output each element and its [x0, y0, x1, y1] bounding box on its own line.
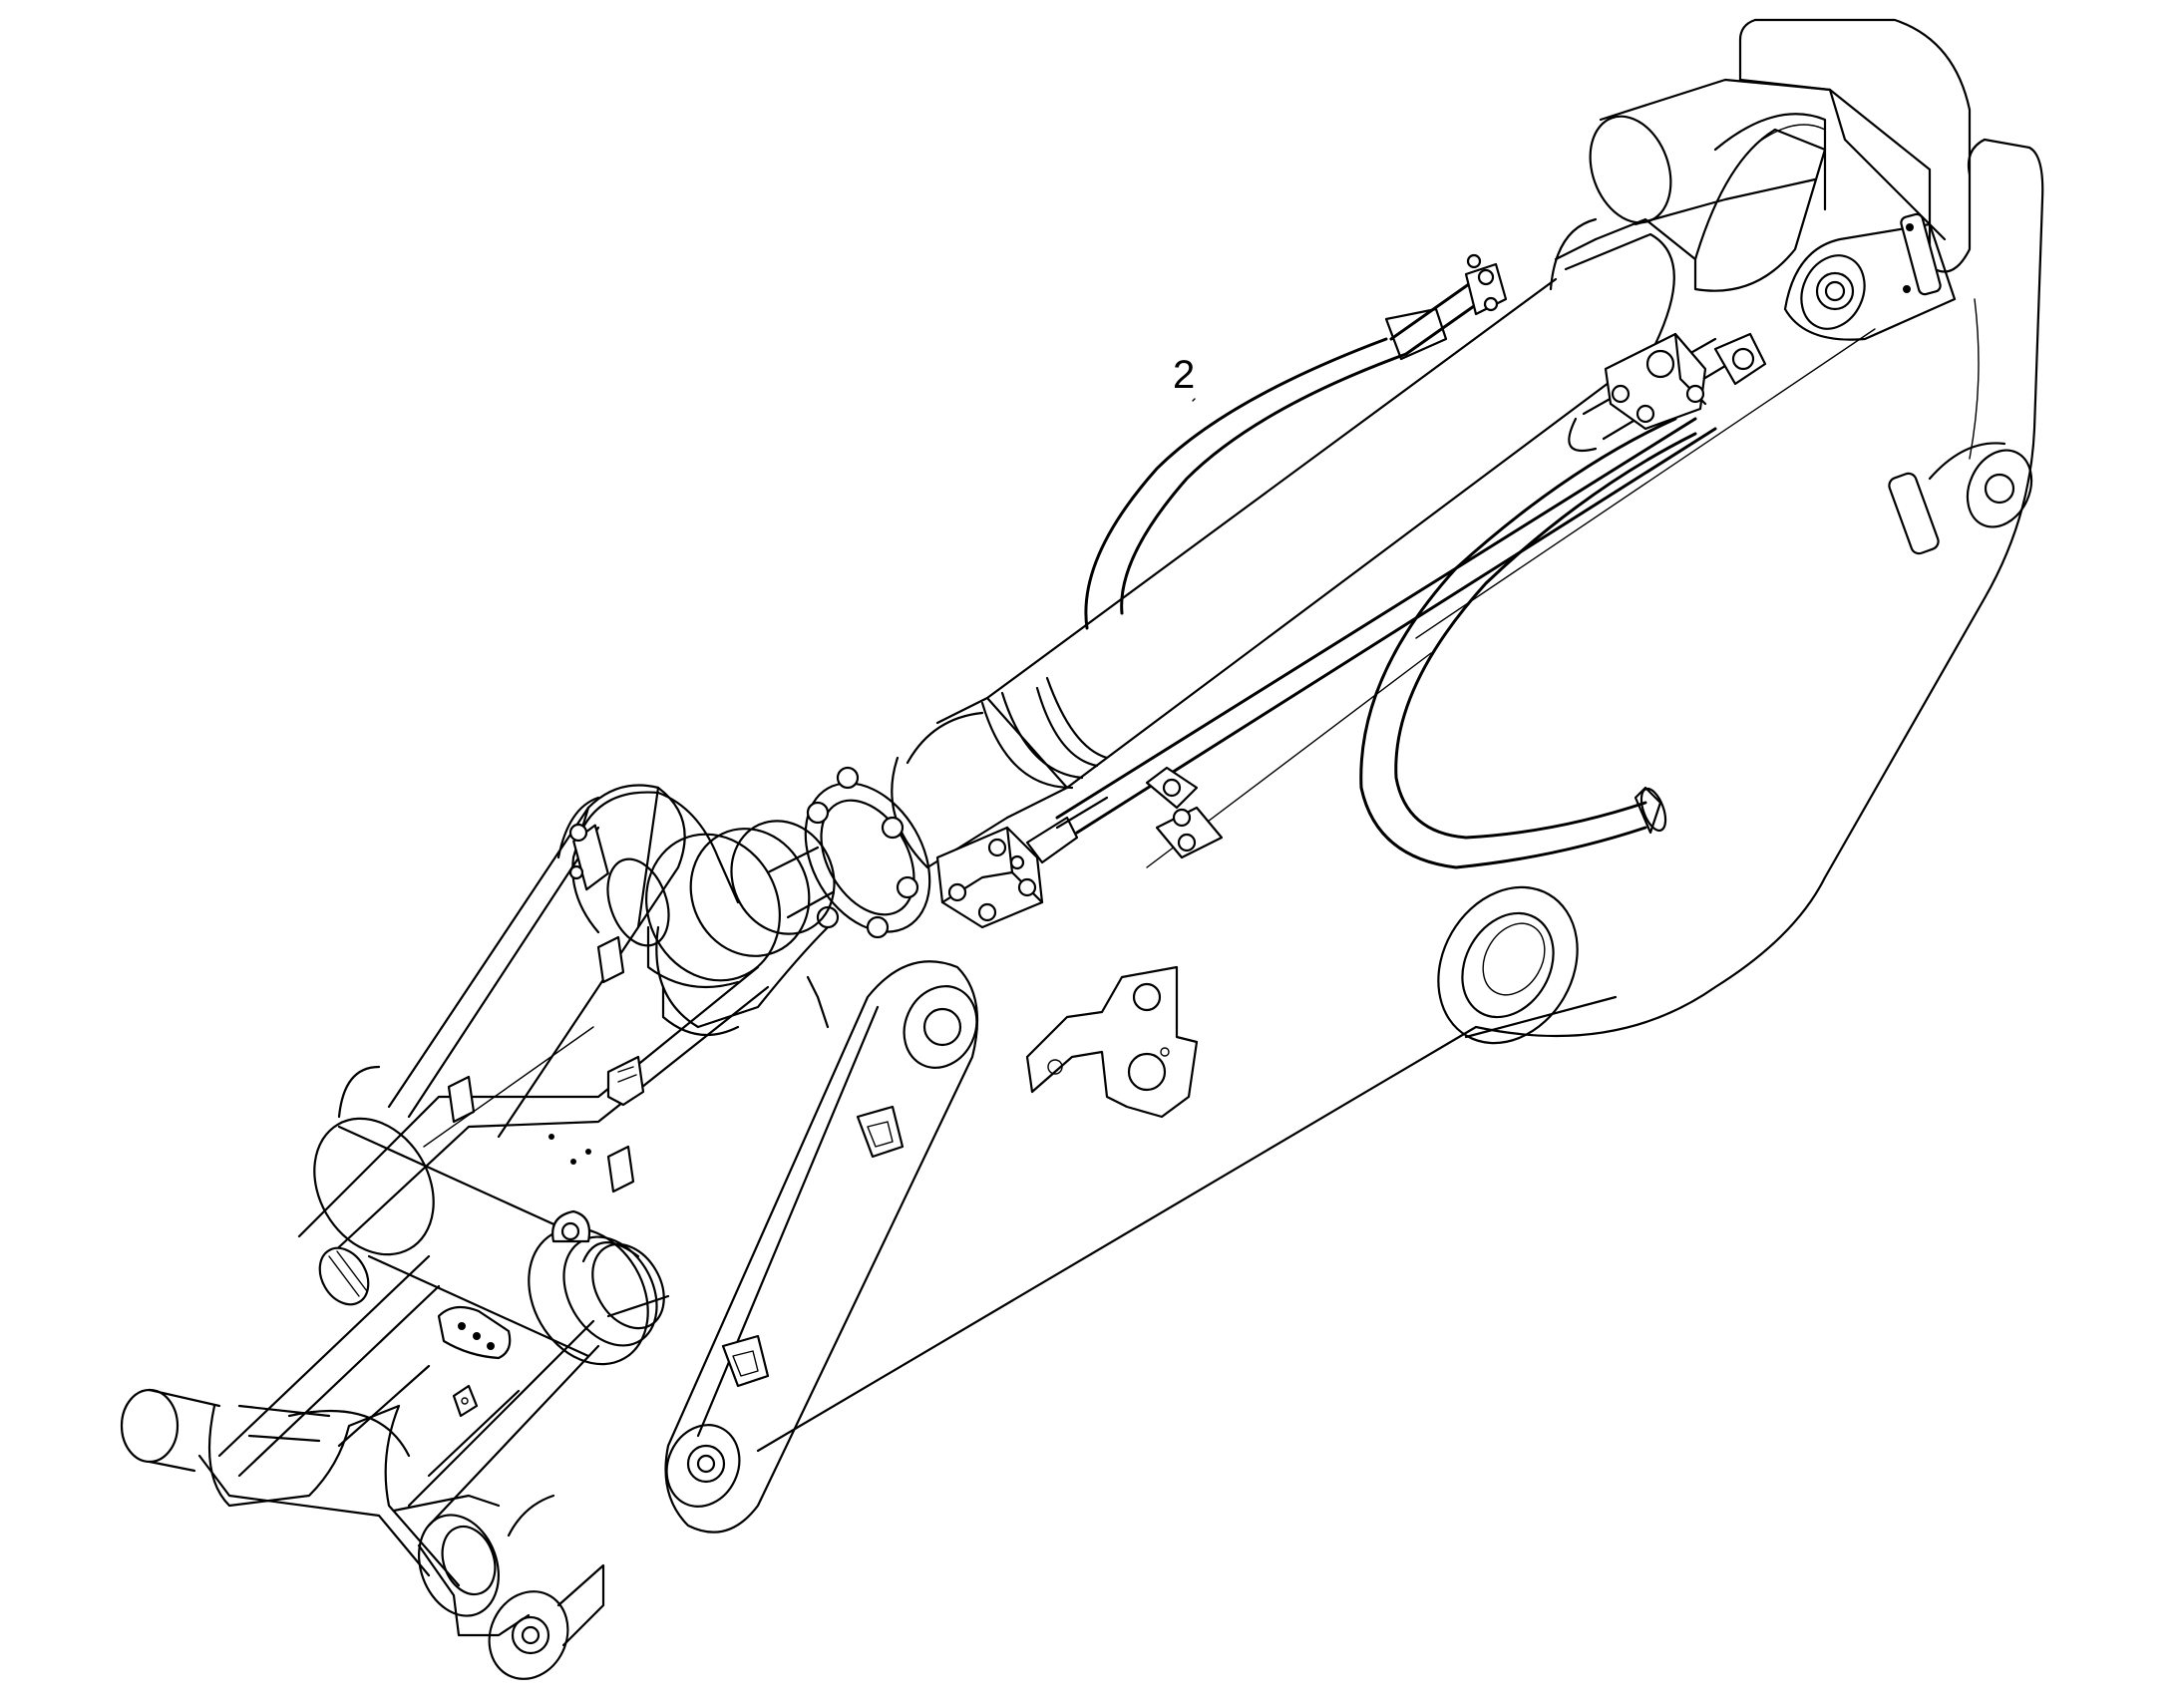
hydraulic-cylinder	[766, 217, 1675, 939]
sensor-unit	[318, 1246, 370, 1306]
hose-port-block-lower	[935, 826, 1044, 929]
mounting-bracket	[1025, 965, 1199, 1119]
bottom-left-pivot	[120, 1388, 605, 1680]
small-tab	[452, 1384, 479, 1418]
boom-nose	[1554, 18, 1972, 292]
callout-2-leader	[1192, 398, 1196, 402]
small-bracket-plate	[437, 1305, 512, 1360]
callout-label: 2	[1173, 353, 1196, 397]
cylinder-rod-end	[645, 820, 836, 1037]
hydraulic-hoses	[1025, 277, 1742, 869]
lower-tie-bars	[217, 1254, 600, 1528]
hose-port-block-upper	[1604, 332, 1767, 431]
link-arm	[664, 960, 979, 1534]
lower-linkage-frame	[297, 784, 770, 1258]
hose-clamp-middle	[1145, 766, 1224, 859]
upper-left-bracket	[556, 791, 740, 904]
top-pivot-pin	[1783, 212, 1957, 341]
boom-pivot-boss	[1437, 885, 1579, 1045]
cross-tube	[313, 1117, 670, 1366]
hose-clamp-upper	[1464, 253, 1508, 316]
hose-clamp-right-lower	[1888, 442, 2033, 555]
